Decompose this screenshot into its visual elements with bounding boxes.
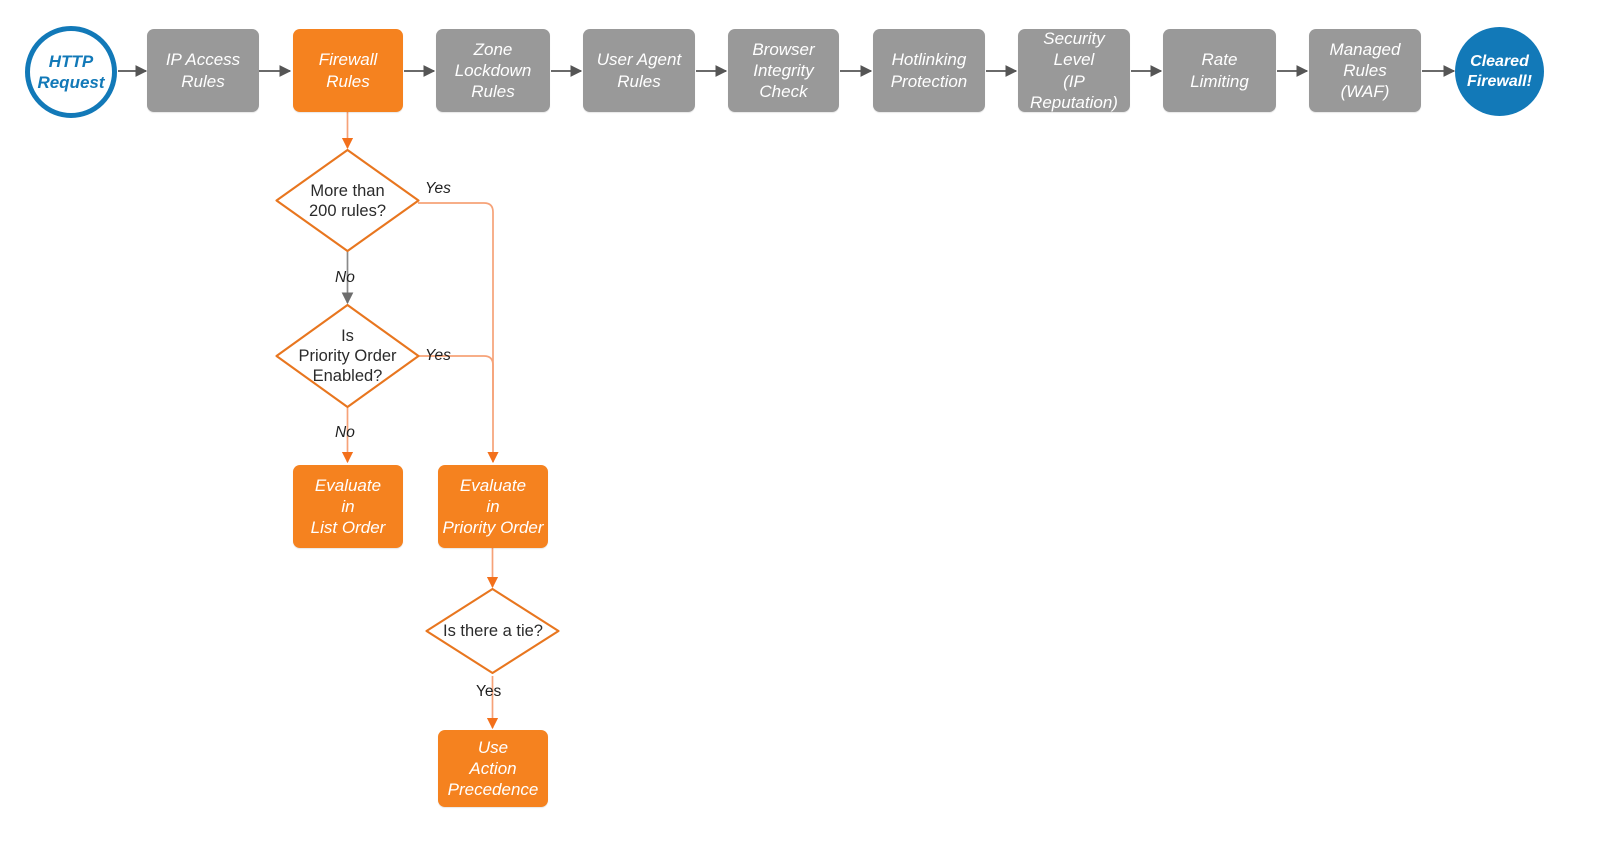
- decision-label: Is Priority Order Enabled?: [298, 326, 397, 386]
- node-zone-lockdown-rules[interactable]: Zone Lockdown Rules: [436, 29, 550, 112]
- node-security-level[interactable]: Security Level (IP Reputation): [1018, 29, 1130, 112]
- node-label: Hotlinking Protection: [890, 50, 968, 91]
- edge-label-tie-yes: Yes: [476, 683, 502, 700]
- node-label: Managed Rules (WAF): [1329, 39, 1401, 102]
- node-label: IP Access Rules: [165, 50, 241, 91]
- node-browser-integrity-check[interactable]: Browser Integrity Check: [728, 29, 839, 112]
- node-label: Security Level (IP Reputation): [1030, 29, 1118, 112]
- node-ip-access-rules[interactable]: IP Access Rules: [147, 29, 259, 112]
- node-firewall-rules[interactable]: Firewall Rules: [293, 29, 403, 112]
- node-label: Evaluate in List Order: [310, 475, 386, 538]
- edge-label-rules-no: No: [335, 269, 355, 286]
- node-http-request[interactable]: HTTP Request: [25, 26, 117, 118]
- decision-label: More than 200 rules?: [308, 181, 387, 220]
- node-label: Rate Limiting: [1190, 50, 1249, 91]
- node-label: Evaluate in Priority Order: [442, 475, 544, 538]
- node-label: Zone Lockdown Rules: [454, 39, 532, 102]
- node-label: HTTP Request: [37, 51, 105, 92]
- node-label: Browser Integrity Check: [752, 39, 815, 102]
- decision-is-there-a-tie[interactable]: Is there a tie?: [427, 612, 559, 650]
- edge-label-priority-yes: Yes: [425, 347, 451, 364]
- node-use-action-precedence[interactable]: Use Action Precedence: [438, 730, 548, 807]
- node-label: Use Action Precedence: [447, 737, 539, 800]
- decision-is-priority-order-enabled[interactable]: Is Priority Order Enabled?: [272, 320, 423, 392]
- node-hotlinking-protection[interactable]: Hotlinking Protection: [873, 29, 985, 112]
- node-label: Firewall Rules: [318, 50, 378, 91]
- node-managed-rules-waf[interactable]: Managed Rules (WAF): [1309, 29, 1421, 112]
- node-user-agent-rules[interactable]: User Agent Rules: [583, 29, 695, 112]
- node-label: User Agent Rules: [596, 50, 682, 91]
- node-label: Cleared Firewall!: [1467, 52, 1532, 90]
- edge-label-priority-no: No: [335, 424, 355, 441]
- decision-more-than-200-rules[interactable]: More than 200 rules?: [277, 170, 418, 232]
- node-evaluate-in-priority-order[interactable]: Evaluate in Priority Order: [438, 465, 548, 548]
- decision-label: Is there a tie?: [443, 621, 543, 640]
- node-evaluate-in-list-order[interactable]: Evaluate in List Order: [293, 465, 403, 548]
- node-cleared-firewall[interactable]: Cleared Firewall!: [1455, 27, 1544, 116]
- edge-label-rules-yes: Yes: [425, 180, 451, 197]
- edge-rules-yes: [418, 202, 499, 464]
- node-rate-limiting[interactable]: Rate Limiting: [1163, 29, 1276, 112]
